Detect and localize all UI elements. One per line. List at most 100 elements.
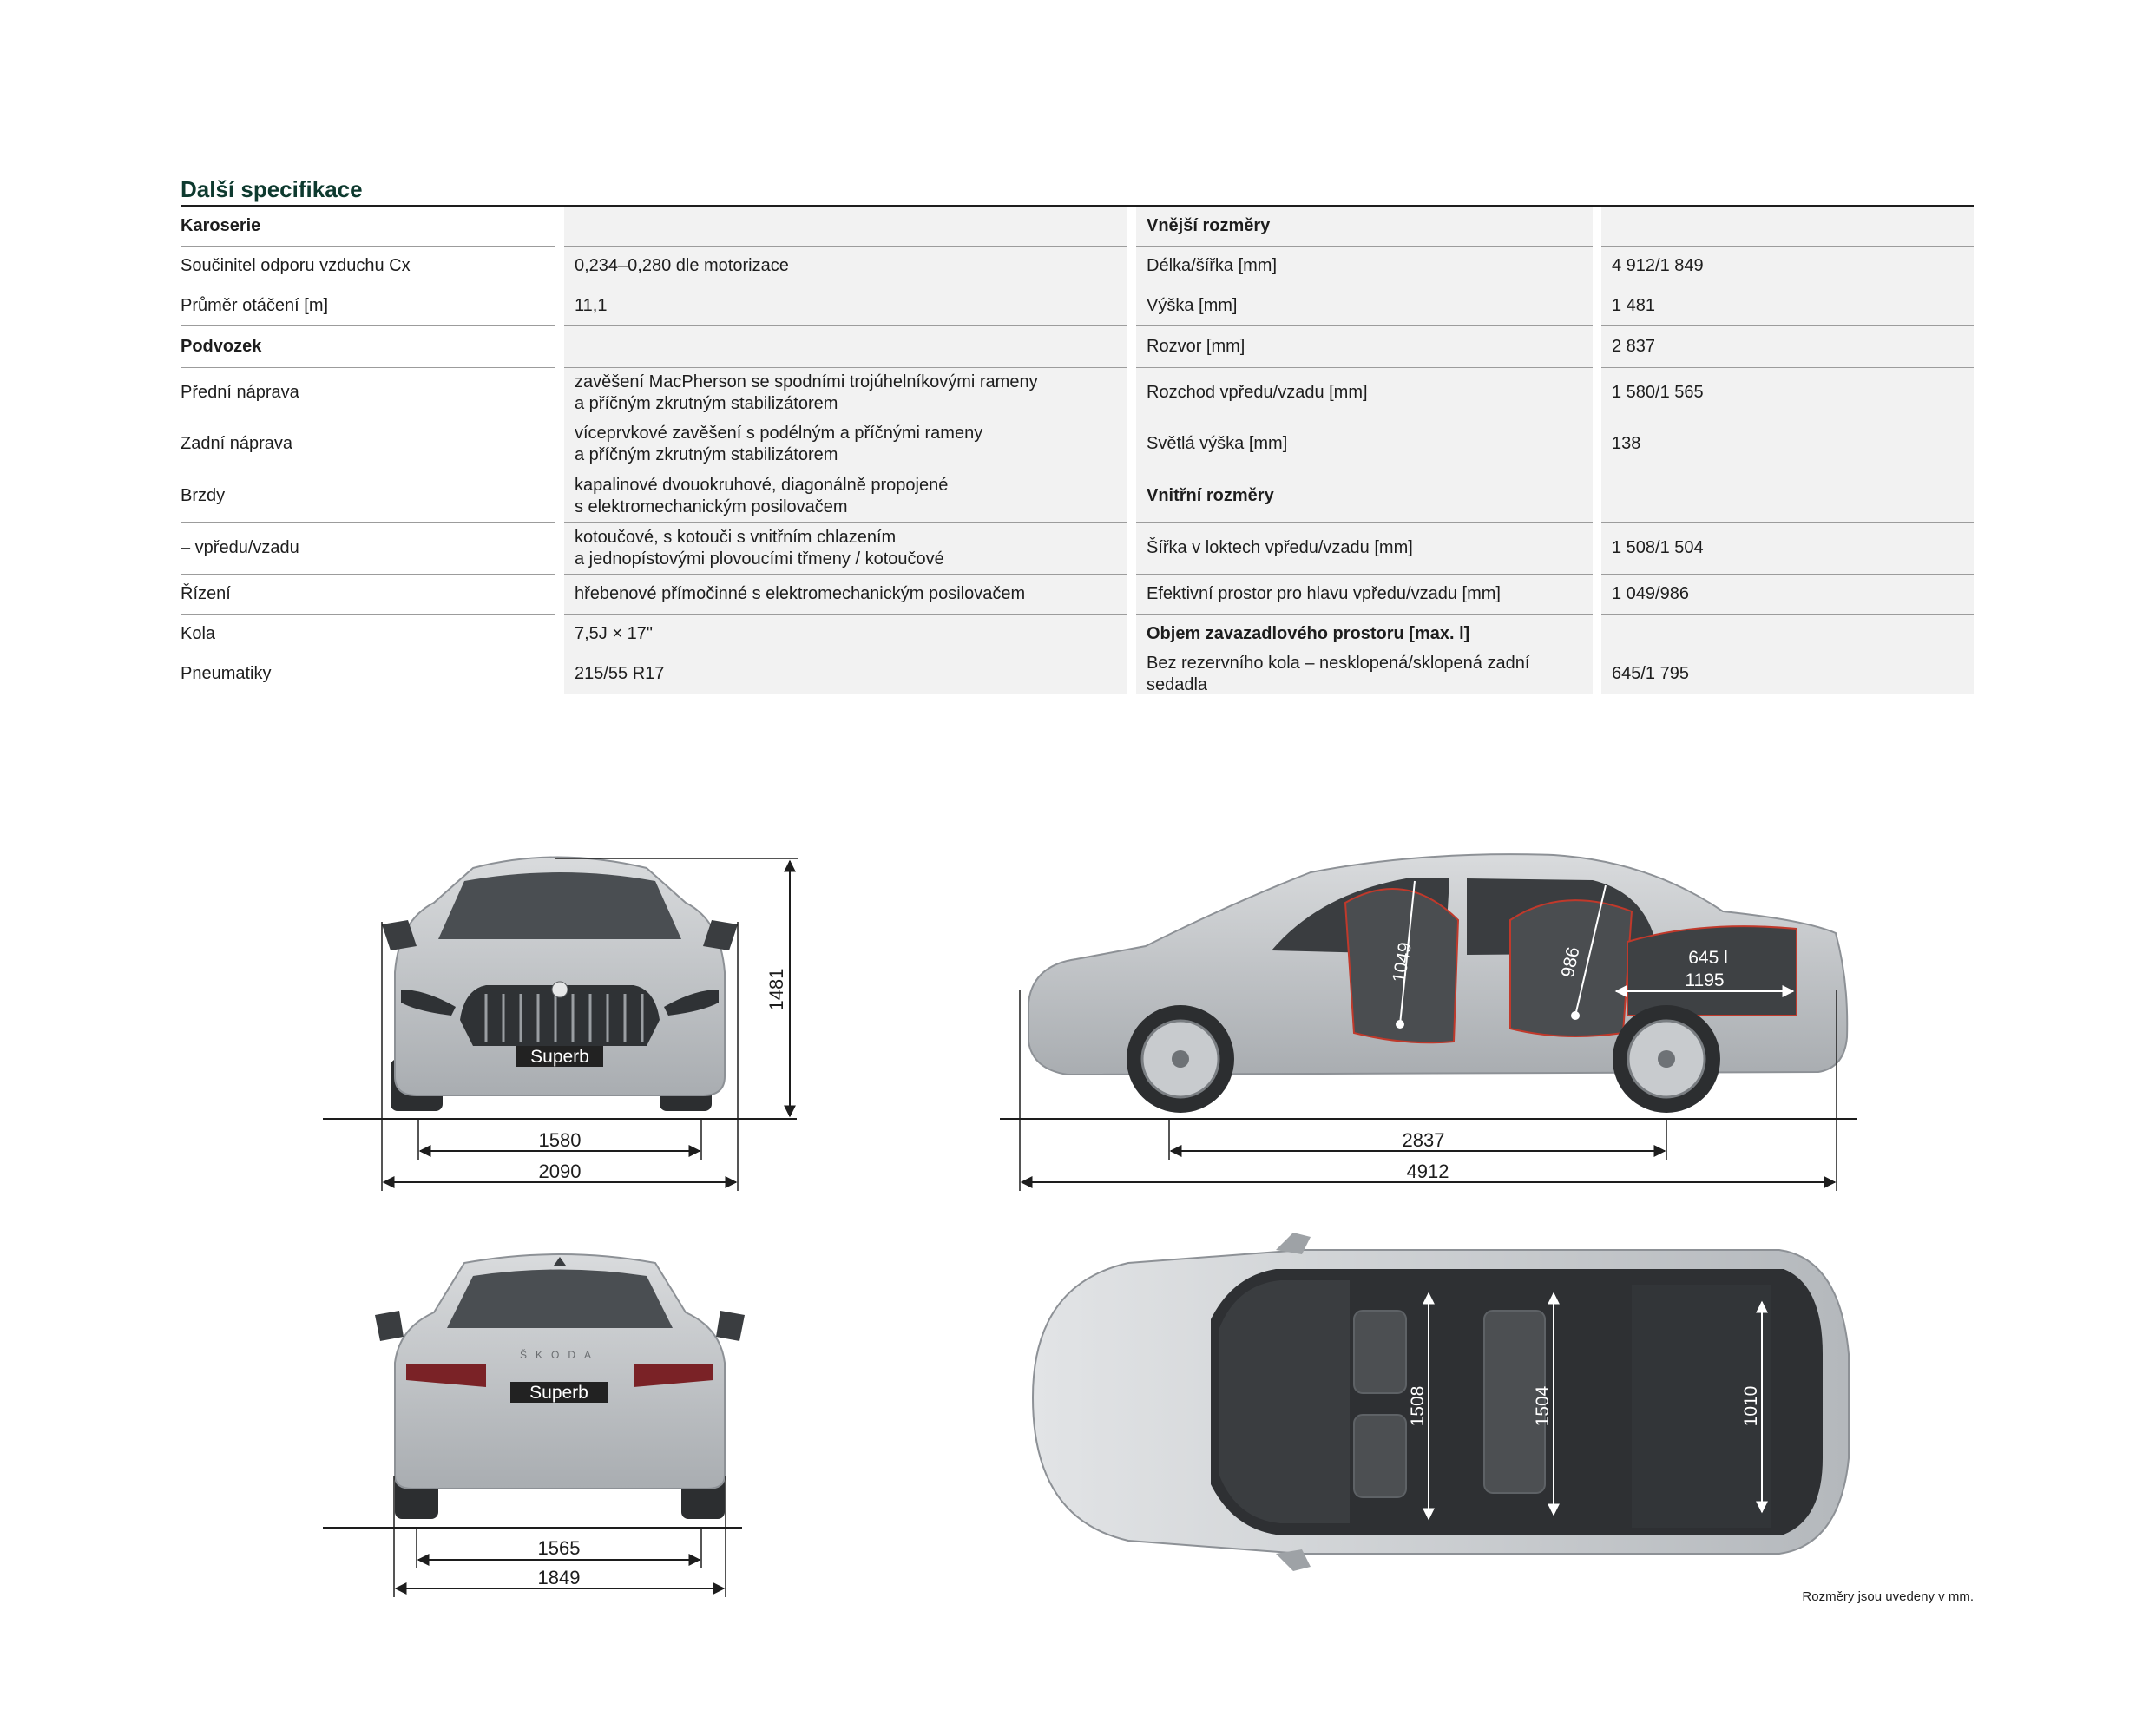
left-label: Zadní náprava: [181, 434, 292, 453]
left-value-cell: 11,1: [564, 286, 1127, 326]
left-label-cell: Podvozek: [181, 326, 555, 368]
side-view-drawing: 1049 986 645 l 1195: [1028, 853, 1849, 1113]
right-value-cell: [1601, 470, 1974, 523]
right-label: Vnější rozměry: [1147, 216, 1271, 235]
left-label-cell: Kola: [181, 615, 555, 654]
right-value: 1 580/1 565: [1612, 383, 1704, 402]
side-view-dimensions: 2837 4912: [1000, 990, 1857, 1191]
left-table-values: 0,234–0,280 dle motorizace 11,1 zavěšení M…: [564, 207, 1127, 694]
right-value: 1 049/986: [1612, 584, 1689, 603]
right-value: 2 837: [1612, 337, 1656, 356]
left-label: Karoserie: [181, 216, 261, 235]
left-value-cell: 0,234–0,280 dle motorizace: [564, 247, 1127, 286]
side-length-label: 4912: [1407, 1161, 1449, 1182]
right-label-cell: Bez rezervního kola – nesklopená/sklopen…: [1136, 654, 1593, 694]
left-label-cell: Přední náprava: [181, 368, 555, 418]
left-label: Pneumatiky: [181, 664, 272, 683]
left-label: Kola: [181, 624, 216, 643]
right-value-cell: [1601, 615, 1974, 654]
right-value-cell: 138: [1601, 418, 1974, 470]
left-value: kapalinové dvouokruhové, diagonálně prop…: [575, 475, 949, 516]
left-label-cell: Brzdy: [181, 470, 555, 523]
front-view-drawing: Superb: [382, 856, 738, 1111]
left-label: – vpředu/vzadu: [181, 538, 299, 557]
left-value: kotoučové, s kotouči s vnitřním chlazení…: [575, 527, 944, 569]
left-label: Řízení: [181, 584, 231, 603]
right-value-cell: [1601, 207, 1974, 247]
left-label-cell: Karoserie: [181, 207, 555, 247]
left-label-cell: – vpředu/vzadu: [181, 523, 555, 575]
left-label: Průměr otáčení [m]: [181, 296, 329, 315]
side-boot-volume-label: 645 l: [1688, 948, 1728, 968]
rear-brand-letters: ŠKODA: [520, 1348, 600, 1361]
right-label: Objem zavazadlového prostoru [max. l]: [1147, 624, 1470, 643]
right-label-cell: Délka/šířka [mm]: [1136, 247, 1593, 286]
rear-view-drawing: ŠKODA Superb: [375, 1253, 745, 1519]
right-label: Světlá výška [mm]: [1147, 434, 1288, 453]
right-value: 138: [1612, 434, 1641, 453]
left-value-cell: [564, 326, 1127, 368]
front-track-label: 1580: [539, 1129, 582, 1151]
right-value: 4 912/1 849: [1612, 256, 1704, 275]
front-view-dimensions: 1481 1580 2090: [323, 858, 798, 1191]
top-boot-width-label: 1010: [1741, 1386, 1761, 1427]
left-value: 0,234–0,280 dle motorizace: [575, 256, 789, 275]
left-value-cell: 215/55 R17: [564, 654, 1127, 694]
right-label-cell: Vnitřní rozměry: [1136, 470, 1593, 523]
right-label: Vnitřní rozměry: [1147, 486, 1274, 505]
right-table-values: 4 912/1 849 1 481 2 837 1 580/1 565 138 1 508…: [1601, 207, 1974, 694]
right-value-cell: 4 912/1 849: [1601, 247, 1974, 286]
right-label-cell: Rozvor [mm]: [1136, 326, 1593, 368]
side-wheelbase-label: 2837: [1403, 1129, 1445, 1151]
right-label: Rozvor [mm]: [1147, 337, 1245, 356]
left-label-cell: Řízení: [181, 575, 555, 615]
footnote: Rozměry jsou uvedeny v mm.: [1802, 1589, 1974, 1604]
right-label-cell: Vnější rozměry: [1136, 207, 1593, 247]
left-value-cell: 7,5J × 17": [564, 615, 1127, 654]
right-label-cell: Šířka v loktech vpředu/vzadu [mm]: [1136, 523, 1593, 575]
right-value: 1 481: [1612, 296, 1656, 315]
right-value-cell: 1 580/1 565: [1601, 368, 1974, 418]
left-label: Podvozek: [181, 337, 262, 356]
page-title: Další specifikace: [181, 176, 363, 202]
right-label-cell: Objem zavazadlového prostoru [max. l]: [1136, 615, 1593, 654]
left-label: Brzdy: [181, 486, 226, 505]
right-value-cell: 645/1 795: [1601, 654, 1974, 694]
left-value-cell: hřebenové přímočinné s elektromechanický…: [564, 575, 1127, 615]
left-value: hřebenové přímočinné s elektromechanický…: [575, 584, 1026, 603]
title-divider: [181, 205, 1974, 207]
right-label: Šířka v loktech vpředu/vzadu [mm]: [1147, 538, 1413, 557]
right-label: Rozchod vpředu/vzadu [mm]: [1147, 383, 1368, 402]
top-elbow-rear-label: 1504: [1533, 1385, 1553, 1426]
left-value: 7,5J × 17": [575, 624, 653, 643]
rear-view-dimensions: 1565 1849: [323, 1476, 742, 1597]
left-value: 11,1: [575, 296, 608, 315]
left-label-cell: Průměr otáčení [m]: [181, 286, 555, 326]
left-label-cell: Pneumatiky: [181, 654, 555, 694]
left-value: zavěšení MacPherson se spodními trojúhel…: [575, 372, 1038, 413]
rear-track-label: 1565: [538, 1537, 581, 1559]
left-value-cell: kapalinové dvouokruhové, diagonálně prop…: [564, 470, 1127, 523]
right-label-cell: Rozchod vpředu/vzadu [mm]: [1136, 368, 1593, 418]
right-label-cell: Efektivní prostor pro hlavu vpředu/vzadu…: [1136, 575, 1593, 615]
right-label-cell: Výška [mm]: [1136, 286, 1593, 326]
right-label: Bez rezervního kola – nesklopená/sklopen…: [1147, 653, 1530, 694]
left-value: 215/55 R17: [575, 664, 665, 683]
left-label: Součinitel odporu vzduchu C: [181, 256, 402, 275]
rear-badge: Superb: [529, 1383, 588, 1403]
rear-width-label: 1849: [538, 1567, 581, 1588]
top-elbow-front-label: 1508: [1408, 1386, 1428, 1427]
left-value: víceprvkové zavěšení s podélným a příčný…: [575, 423, 983, 464]
right-value: 645/1 795: [1612, 664, 1689, 683]
right-value-cell: 1 508/1 504: [1601, 523, 1974, 575]
left-label-cell: Zadní náprava: [181, 418, 555, 470]
right-label: Efektivní prostor pro hlavu vpředu/vzadu…: [1147, 584, 1501, 603]
left-value-cell: [564, 207, 1127, 247]
right-value-cell: 1 049/986: [1601, 575, 1974, 615]
left-value-cell: víceprvkové zavěšení s podélným a příčný…: [564, 418, 1127, 470]
side-boot-length-label: 1195: [1685, 970, 1724, 990]
